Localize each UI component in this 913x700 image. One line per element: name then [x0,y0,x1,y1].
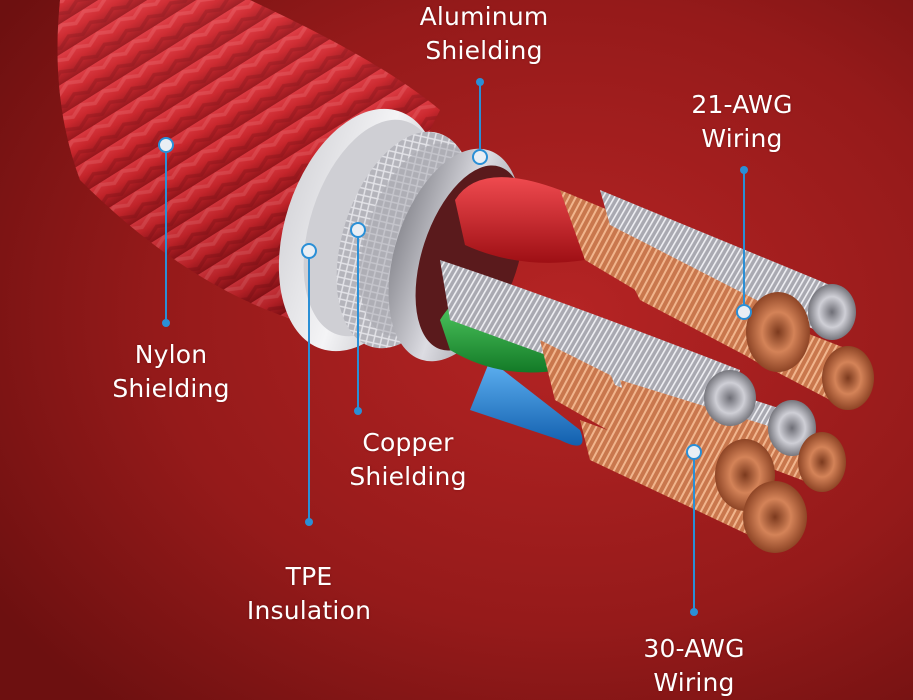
callout-leader-lines [165,82,745,612]
callout-dots [158,78,752,616]
callout-aluminum-line2: Shielding [425,36,543,65]
wire-strand-ends [704,284,874,553]
callout-tpe-insulation: TPE Insulation [239,560,379,628]
callout-nylon-line2: Shielding [112,374,230,403]
callout-30awg-line1: 30-AWG [643,634,745,663]
callout-aluminum-line1: Aluminum [419,2,549,31]
callout-copper-line1: Copper [362,428,454,457]
callout-copper-shielding: Copper Shielding [338,426,478,494]
callout-tpe-line2: Insulation [246,596,372,625]
callout-nylon-line1: Nylon [134,340,208,369]
callout-copper-line2: Shielding [349,462,467,491]
callout-30awg-line2: Wiring [653,668,735,697]
callout-21awg-wiring: 21-AWG Wiring [677,88,807,156]
callout-30awg-wiring: 30-AWG Wiring [626,632,762,700]
callout-aluminum-shielding: Aluminum Shielding [414,0,554,68]
callout-21awg-line2: Wiring [701,124,783,153]
callout-21awg-line1: 21-AWG [691,90,793,119]
callout-tpe-line1: TPE [285,562,333,591]
callout-nylon-shielding: Nylon Shielding [106,338,236,406]
